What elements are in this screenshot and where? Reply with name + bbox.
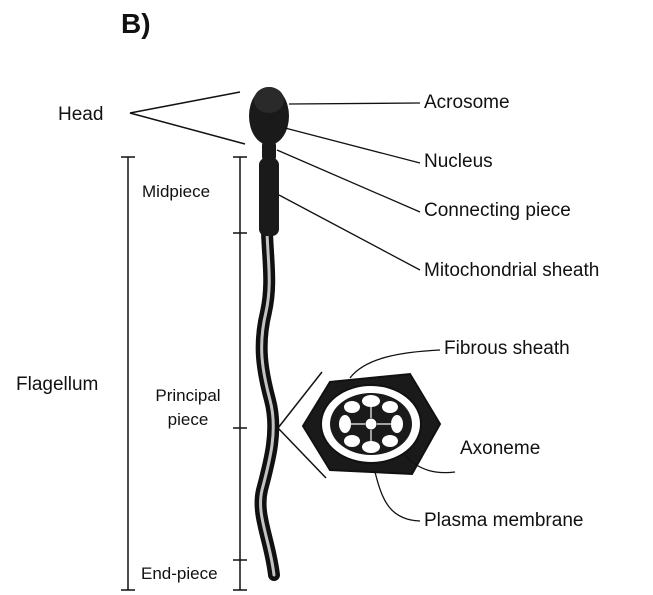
principal-piece-cross-section <box>303 374 440 474</box>
leader-lines <box>277 103 420 270</box>
label-axoneme: Axoneme <box>460 438 540 460</box>
label-acrosome: Acrosome <box>424 92 510 114</box>
sperm-head <box>249 87 289 145</box>
label-mitochondrial-sheath: Mitochondrial sheath <box>424 260 599 282</box>
flagellum-tail <box>261 232 274 575</box>
label-connecting-piece: Connecting piece <box>424 200 571 222</box>
label-principal-piece-line1: Principal <box>143 386 233 406</box>
label-end-piece: End-piece <box>141 564 218 584</box>
label-head: Head <box>58 104 103 126</box>
label-nucleus: Nucleus <box>424 151 493 173</box>
midpiece-body <box>259 158 279 236</box>
label-principal-piece-line2: piece <box>143 410 233 430</box>
label-flagellum: Flagellum <box>16 374 98 396</box>
segment-scale-bar <box>233 157 247 590</box>
label-midpiece: Midpiece <box>142 182 210 202</box>
head-bracket <box>130 92 245 144</box>
label-fibrous-sheath: Fibrous sheath <box>444 338 570 360</box>
label-plasma-membrane: Plasma membrane <box>424 510 583 532</box>
panel-label: B) <box>121 8 151 40</box>
flagellum-scale-bar <box>121 157 135 590</box>
